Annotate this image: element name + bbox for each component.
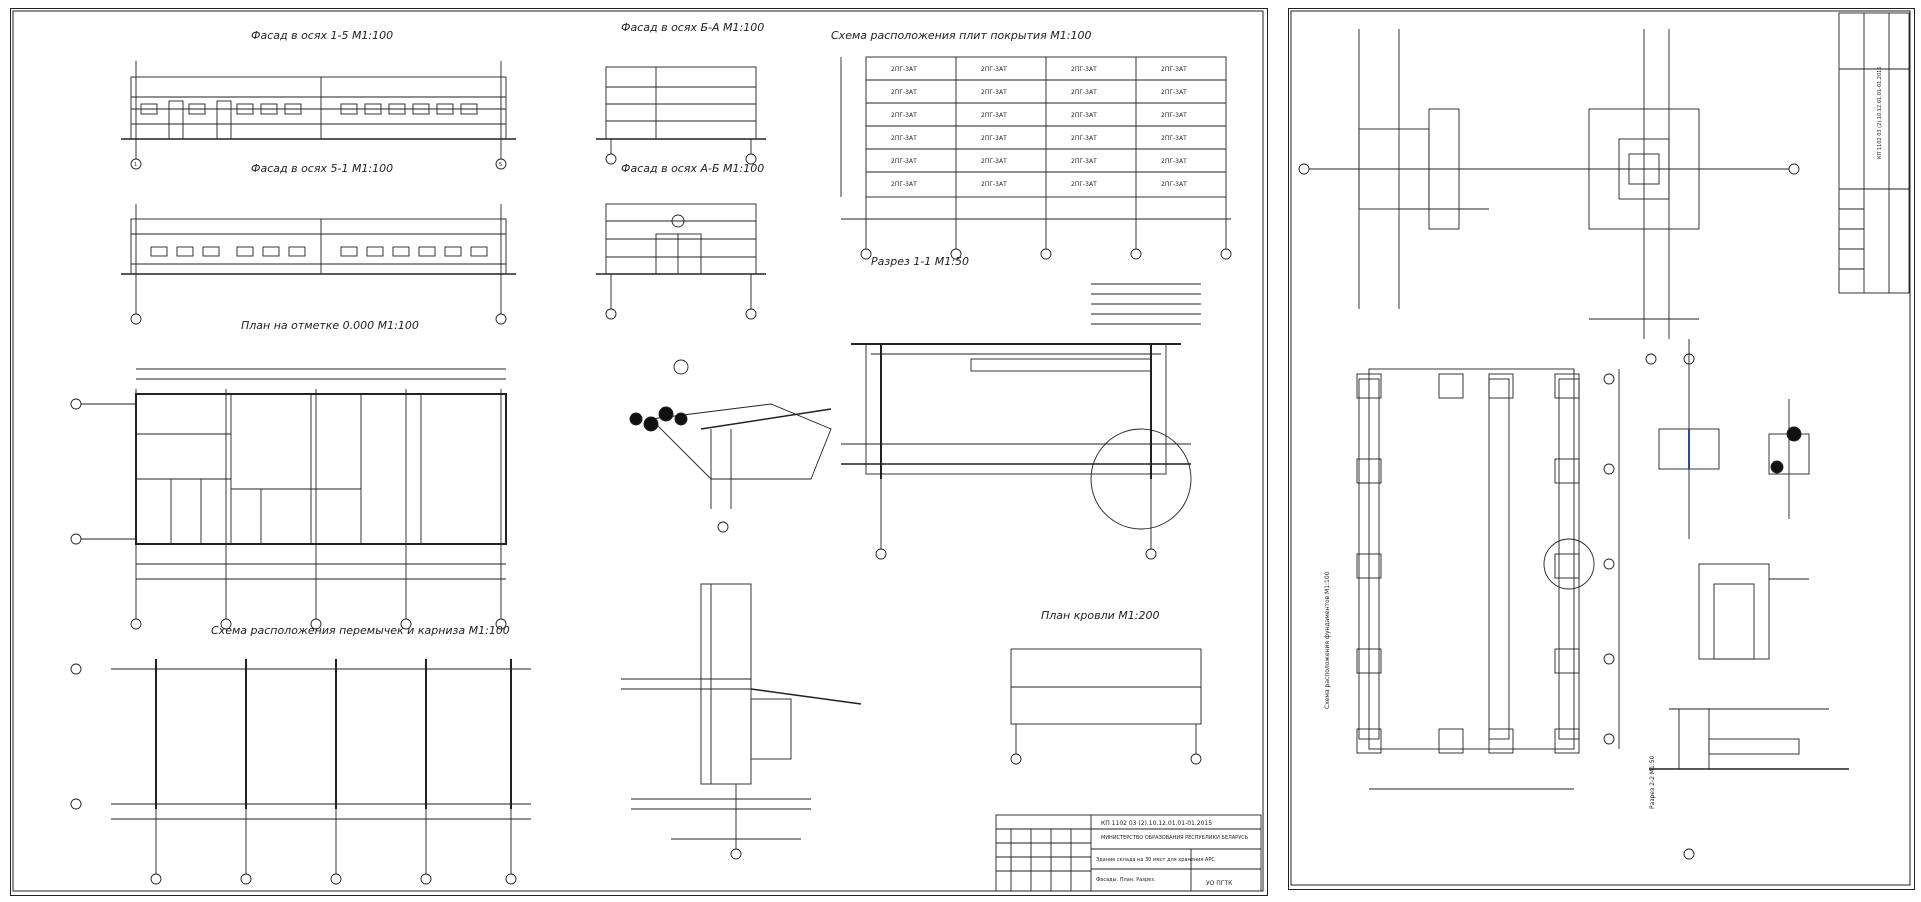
slab-label: 2ПГ-3АТ xyxy=(981,158,1007,165)
foundation-node xyxy=(621,583,862,860)
slab-label: 2ПГ-3АТ xyxy=(981,181,1007,188)
slab-label: 2ПГ-3АТ xyxy=(891,112,917,119)
slab-label: 2ПГ-3АТ xyxy=(891,89,917,96)
section-1-1 xyxy=(841,283,1201,560)
slab-label: 2ПГ-3АТ xyxy=(1071,181,1097,188)
axis-label: 1 xyxy=(134,162,137,168)
facade-b-a xyxy=(596,66,766,165)
foundation-detail-1 xyxy=(1298,29,1569,309)
title-facade-b-a: Фасад в осях Б-А М1:100 xyxy=(621,21,764,34)
stamp-code: КП 1102 03 (2).10.12.01.01-01.2015 xyxy=(1101,820,1212,827)
sheet-1-drawing: Фасад в осях 1-5 М1:100 Фасад в осях Б-А… xyxy=(12,10,1264,892)
lintel-scheme xyxy=(70,659,531,885)
stamp-object: Здание склада на 30 мест для хранения АР… xyxy=(1096,857,1215,863)
title-roof-plan: План кровли М1:200 xyxy=(1041,609,1159,622)
stamp-ministry: МИНИСТЕРСТВО ОБРАЗОВАНИЯ РЕСПУБЛИКИ БЕЛА… xyxy=(1101,835,1249,841)
title-facade-a-b: Фасад в осях А-Б М1:100 xyxy=(621,162,764,175)
slab-label: 2ПГ-3АТ xyxy=(1071,135,1097,142)
slab-label: 2ПГ-3АТ xyxy=(981,135,1007,142)
slab-layout xyxy=(840,56,1232,260)
stamp-code: КП 1102 03 (2).10.12.01.01-01.2015 xyxy=(1877,66,1883,159)
title-slab-scheme: Схема расположения плит покрытия М1:100 xyxy=(831,29,1091,42)
slab-label: 2ПГ-3АТ xyxy=(981,66,1007,73)
title-facade-5-1: Фасад в осях 5-1 М1:100 xyxy=(251,162,393,175)
sheet-2-drawing: КП 1102 03 (2).10.12.01.01-01.2015 xyxy=(1290,10,1911,886)
title-facade-1-5: Фасад в осях 1-5 М1:100 xyxy=(251,29,393,42)
title-section-2-2: Разрез 2-2 М1:50 xyxy=(1649,755,1656,809)
slab-label: 2ПГ-3АТ xyxy=(1161,66,1187,73)
roof-plan xyxy=(1010,648,1202,765)
foundation-layout xyxy=(1356,368,1620,790)
slab-label: 2ПГ-3АТ xyxy=(1161,135,1187,142)
eave-detail xyxy=(629,359,832,533)
foundation-detail-2 xyxy=(1569,29,1800,365)
stamp-org: УО ПГТК xyxy=(1206,880,1233,887)
slab-label: 2ПГ-3АТ xyxy=(891,181,917,188)
facade-5-1 xyxy=(121,204,516,325)
slab-label: 2ПГ-3АТ xyxy=(1071,158,1097,165)
slab-label: 2ПГ-3АТ xyxy=(1071,66,1097,73)
foundation-detail-3 xyxy=(1658,339,1810,539)
title-lintels: Схема расположения перемычек и карниза М… xyxy=(211,624,510,637)
slab-label: 2ПГ-3АТ xyxy=(891,66,917,73)
slab-label: 2ПГ-3АТ xyxy=(891,135,917,142)
title-foundation-layout: Схема расположения фундаментов М1:100 xyxy=(1324,571,1331,709)
facade-1-5 xyxy=(121,61,516,170)
drawing-sheet-2: КП 1102 03 (2).10.12.01.01-01.2015 xyxy=(1288,8,1915,890)
slab-labels: 2ПГ-3АТ 2ПГ-3АТ 2ПГ-3АТ 2ПГ-3АТ 2ПГ-3АТ … xyxy=(891,66,1187,188)
title-block xyxy=(995,814,1262,892)
slab-label: 2ПГ-3АТ xyxy=(1161,112,1187,119)
drawing-sheet-1: Фасад в осях 1-5 М1:100 Фасад в осях Б-А… xyxy=(10,8,1268,896)
title-block-vertical xyxy=(1838,12,1910,294)
slab-label: 2ПГ-3АТ xyxy=(891,158,917,165)
slab-label: 2ПГ-3АТ xyxy=(1071,112,1097,119)
stamp-sheet-label: Фасады. План. Разрез. xyxy=(1096,877,1156,883)
slab-label: 2ПГ-3АТ xyxy=(1161,181,1187,188)
foundation-detail-4 xyxy=(1649,563,1849,860)
slab-label: 2ПГ-3АТ xyxy=(1161,89,1187,96)
slab-label: 2ПГ-3АТ xyxy=(1161,158,1187,165)
title-section-1-1: Разрез 1-1 М1:50 xyxy=(871,255,969,268)
axis-label: 5 xyxy=(499,162,502,168)
slab-label: 2ПГ-3АТ xyxy=(981,112,1007,119)
facade-a-b xyxy=(596,203,766,320)
floor-plan xyxy=(70,368,507,630)
slab-label: 2ПГ-3АТ xyxy=(981,89,1007,96)
title-plan: План на отметке 0.000 М1:100 xyxy=(241,319,419,332)
slab-label: 2ПГ-3АТ xyxy=(1071,89,1097,96)
